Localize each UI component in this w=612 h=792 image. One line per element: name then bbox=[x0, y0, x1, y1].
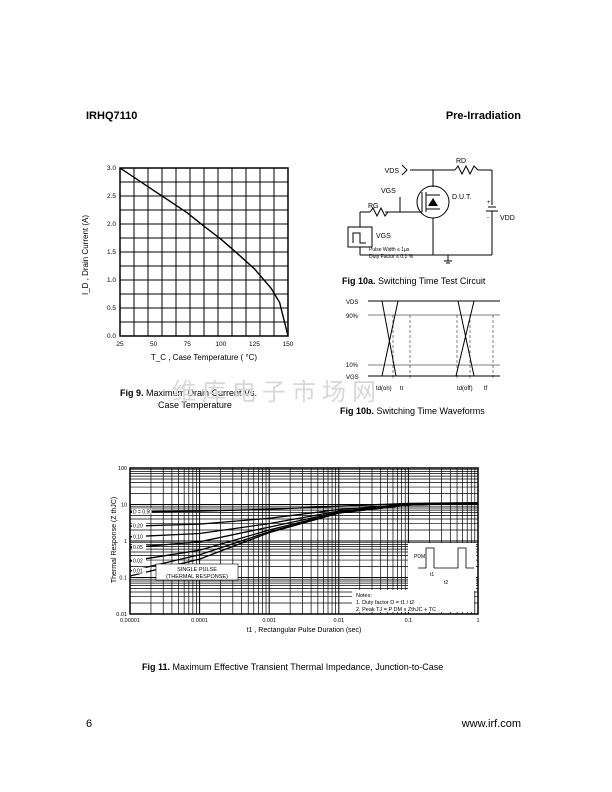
fig10b-caption: Fig 10b. Switching Time Waveforms bbox=[340, 406, 485, 416]
fig11-dlabel-bg bbox=[132, 567, 146, 574]
fig11-xtick: 0.01 bbox=[333, 618, 344, 624]
fig11-xtick: 1 bbox=[476, 618, 479, 624]
fig9-ylabel: I_D , Drain Current (A) bbox=[81, 215, 90, 295]
fig9-caption-num: Fig 9. bbox=[120, 388, 144, 398]
fig9-ytick: 0.5 bbox=[107, 305, 116, 312]
tr-label: tr bbox=[400, 386, 404, 392]
fig9-xlabel: T_C , Case Temperature ( °C) bbox=[151, 353, 258, 362]
wave-10-label: 10% bbox=[346, 363, 359, 369]
plus-sign: + bbox=[487, 200, 491, 206]
fig11-ytick: 0.1 bbox=[119, 576, 127, 582]
tdoff-label: td(off) bbox=[457, 386, 473, 392]
fig9-xtick: 150 bbox=[283, 341, 294, 348]
note-1: 1. Duty factor D = t1 / t2 bbox=[356, 600, 414, 606]
fig10a-circuit: VDS RD VGS RG D.U.T. VDD + - VGS Pulse W… bbox=[347, 158, 515, 264]
pulse-inset bbox=[418, 547, 474, 569]
fig9-caption: Fig 9. Maximum Drain Current Vs. bbox=[120, 388, 257, 398]
footer-url: www.irf.com bbox=[461, 718, 521, 730]
section-title: Pre-Irradiation bbox=[445, 110, 521, 122]
fig9-caption-line2: Case Temperature bbox=[158, 400, 232, 410]
notes-title: Notes: bbox=[356, 593, 372, 599]
page-number: 6 bbox=[86, 718, 93, 730]
single-pulse-label: SINGLE PULSE bbox=[177, 567, 217, 573]
fig9-xtick: 100 bbox=[215, 341, 226, 348]
fig9-xtick: 50 bbox=[150, 341, 158, 348]
fig11-dlabel-bg bbox=[132, 522, 146, 529]
fig11-dlabel-bg bbox=[132, 533, 146, 540]
tdon-label: td(on) bbox=[376, 386, 392, 392]
fig10a-caption-text: Switching Time Test Circuit bbox=[378, 276, 486, 286]
fig9-frame bbox=[119, 167, 289, 337]
fig9-ytick: 0.0 bbox=[107, 333, 116, 340]
thermal-response-label: (THERMAL RESPONSE) bbox=[166, 574, 228, 580]
fig10b-waveforms: VDS 90% 10% VGS td(on) tr td(off) tf bbox=[346, 300, 500, 392]
wave-vds-label: VDS bbox=[346, 300, 358, 306]
fig11-dlabel-bg bbox=[132, 508, 152, 515]
fig9-ytick: 1.5 bbox=[107, 249, 116, 256]
fig9-ytick: 3.0 bbox=[107, 165, 116, 172]
fig9-xtick: 125 bbox=[249, 341, 260, 348]
fig9-ytick: 2.5 bbox=[107, 193, 116, 200]
pulse-width-label: Pulse Width ≤ 1µs bbox=[369, 247, 410, 253]
vgs-source-label: VGS bbox=[376, 233, 391, 240]
fig11-ytick: 100 bbox=[118, 466, 127, 472]
pdm-label: PDM bbox=[414, 554, 425, 560]
fig11-dlabel: 0.20 bbox=[133, 524, 143, 530]
tf-label: tf bbox=[484, 386, 488, 392]
rd-label: RD bbox=[456, 158, 466, 165]
note-2: 2. Peak TJ = P DM x ZthJC + TC bbox=[356, 607, 436, 613]
wave-90-label: 90% bbox=[346, 314, 359, 320]
part-number: IRHQ7110 bbox=[86, 110, 138, 122]
fig11-caption-num: Fig 11. bbox=[142, 662, 171, 672]
fig11-dlabel-bg bbox=[132, 557, 146, 564]
fig11-caption-text: Maximum Effective Transient Thermal Impe… bbox=[172, 662, 444, 672]
pulse-inset-bg bbox=[408, 543, 476, 591]
fig11-dlabel: 0.02 bbox=[133, 559, 143, 565]
fig11-series-line bbox=[129, 501, 479, 513]
wave-vgs-label: VGS bbox=[346, 375, 359, 381]
fig11-ylabel: Thermal Response (Z thJC) bbox=[111, 497, 118, 583]
fig11-xlabel: t1 , Rectangular Pulse Duration (sec) bbox=[247, 627, 362, 634]
fig11-caption: Fig 11. Maximum Effective Transient Ther… bbox=[142, 662, 443, 672]
fig10b-caption-num: Fig 10b. bbox=[340, 406, 375, 416]
duty-factor-label: Duty Factor ≤ 0.1 % bbox=[369, 254, 414, 260]
fig9-xtick: 25 bbox=[116, 341, 124, 348]
fig11-ytick: 10 bbox=[121, 503, 127, 509]
fig11-dlabel-bg bbox=[132, 544, 146, 551]
diode-symbol bbox=[428, 198, 438, 206]
watermark: 维库电子市场网 bbox=[172, 378, 382, 406]
vds-label: VDS bbox=[385, 168, 400, 175]
fig9-caption-line1: Maximum Drain Current Vs. bbox=[146, 388, 258, 398]
fig11-ytick: 1 bbox=[124, 539, 127, 545]
notes-bg bbox=[352, 590, 474, 612]
fig11-dlabel: 0.10 bbox=[133, 534, 143, 540]
fig11-series-line bbox=[129, 502, 479, 577]
fig11-frame bbox=[129, 467, 479, 615]
fig10a-caption: Fig 10a. Switching Time Test Circuit bbox=[342, 276, 485, 286]
minus-sign: - bbox=[487, 215, 489, 221]
fig10b-caption-text: Switching Time Waveforms bbox=[376, 406, 485, 416]
fig11-xtick: 0.001 bbox=[262, 618, 276, 624]
fig11-dlabel: 0.01 bbox=[133, 569, 143, 575]
fig11-xtick: 0.00001 bbox=[120, 618, 140, 624]
fig11-xtick: 0.0001 bbox=[191, 618, 208, 624]
t1-label: t1 bbox=[430, 572, 434, 578]
fig11-dlabel: D = 0.50 bbox=[133, 509, 152, 515]
fig9-ytick: 1.0 bbox=[107, 277, 116, 284]
vgs-top-label: VGS bbox=[381, 188, 396, 195]
t2-label: t2 bbox=[444, 580, 448, 586]
fig9-chart: 25 50 75 100 125 150 0.0 0.5 1.0 1.5 2.0 2.5 3.0 I_D… bbox=[81, 165, 294, 362]
fig11-ytick: 0.01 bbox=[116, 612, 127, 618]
fig9-curve bbox=[119, 167, 289, 337]
fig11-xtick: 0.1 bbox=[405, 618, 413, 624]
dut-label: D.U.T. bbox=[452, 194, 472, 201]
single-pulse-box bbox=[155, 563, 239, 581]
fig11-dlabel: 0.05 bbox=[133, 545, 143, 551]
fig10a-caption-num: Fig 10a. bbox=[342, 276, 376, 286]
rg-label: RG bbox=[368, 203, 379, 210]
fig9-xtick: 75 bbox=[184, 341, 192, 348]
vdd-label: VDD bbox=[500, 215, 515, 222]
fig9-ytick: 2.0 bbox=[107, 221, 116, 228]
